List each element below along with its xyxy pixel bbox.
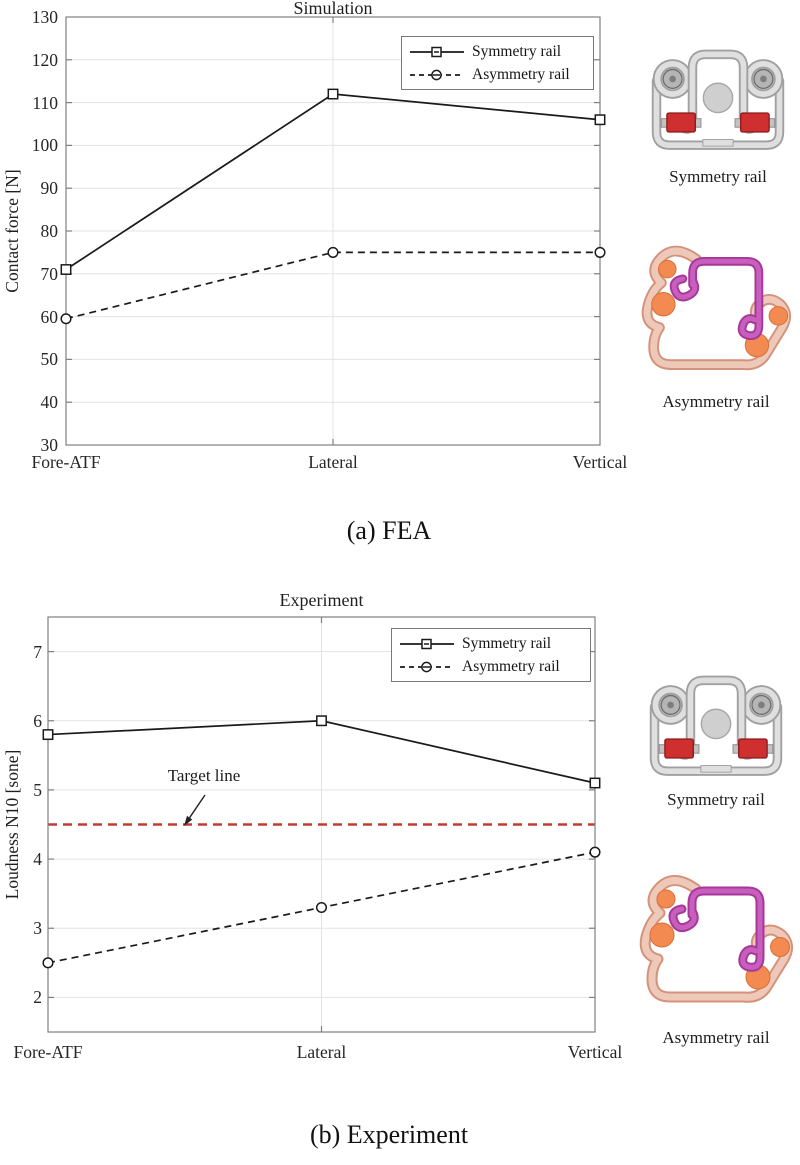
circle-marker-sample (410, 69, 464, 80)
y-tick-label: 6 (33, 710, 42, 731)
plot-area-experiment (42, 616, 601, 1033)
legend-item: Symmetry rail (409, 40, 587, 63)
asymmetry-rail-image (634, 236, 798, 388)
y-tick-label: 40 (40, 392, 59, 413)
symmetry-rail-image (640, 26, 796, 166)
y-tick-label: 2 (33, 987, 42, 1008)
y-tick-label: 80 (40, 221, 59, 241)
symmetry-rail-image (638, 652, 794, 792)
symmetry-rail-label: Symmetry rail (667, 790, 765, 809)
asymmetry-rail-image (632, 864, 800, 1022)
legend-label: Symmetry rail (472, 42, 562, 60)
y-tick-label: 130 (31, 7, 58, 27)
legend-label: Symmetry rail (462, 634, 552, 652)
y-tick-label: 110 (32, 92, 58, 113)
x-tick-label: Vertical (567, 1042, 623, 1062)
caption-a: (a) FEA (346, 516, 432, 545)
fea-panel: Simulation Contact force [N] 30 40 50 60 70 8… (2, 0, 800, 545)
y-tick-label: 100 (31, 135, 58, 156)
asymmetry-rail-label: Asymmetry rail (662, 392, 770, 411)
y-tick-label: 70 (40, 263, 59, 284)
chart-title-simulation: Simulation (293, 0, 373, 18)
x-tick-label: Fore-ATF (13, 1042, 83, 1062)
x-tick-label: Vertical (572, 452, 628, 472)
y-tick-label: 4 (33, 849, 42, 870)
x-tick-label: Lateral (296, 1042, 347, 1062)
y-axis-label-contact-force: Contact force [N] (2, 169, 22, 293)
caption-b: (b) Experiment (309, 1120, 469, 1149)
circle-marker-sample (400, 661, 454, 672)
y-tick-label: 120 (31, 49, 58, 70)
square-marker-sample (400, 638, 454, 649)
x-tick-label: Fore-ATF (31, 452, 101, 472)
y-axis-label-loudness: Loudness N10 [sone] (2, 749, 22, 900)
legend-item: Asymmetry rail (409, 63, 587, 86)
x-tick-label: Lateral (308, 452, 358, 472)
chart-title-experiment: Experiment (279, 590, 364, 610)
y-tick-label: 90 (40, 178, 59, 199)
experiment-panel: Experiment Loudness N10 [sone] 2 3 4 5 6 7 Fo… (0, 588, 800, 1165)
y-tick-label: 5 (33, 779, 42, 800)
y-tick-label: 50 (40, 349, 59, 370)
symmetry-rail-label: Symmetry rail (669, 167, 767, 186)
asymmetry-rail-label: Asymmetry rail (662, 1028, 770, 1047)
legend-item: Asymmetry rail (399, 655, 584, 678)
square-marker-sample (410, 46, 464, 57)
legend-label: Asymmetry rail (472, 65, 570, 83)
y-tick-label: 60 (40, 306, 59, 327)
legend-label: Asymmetry rail (462, 657, 560, 675)
legend-item: Symmetry rail (399, 632, 584, 655)
target-line-annotation: Target line (167, 766, 241, 785)
y-tick-label: 7 (33, 641, 42, 662)
y-tick-label: 30 (40, 435, 59, 455)
y-tick-label: 3 (33, 918, 42, 939)
